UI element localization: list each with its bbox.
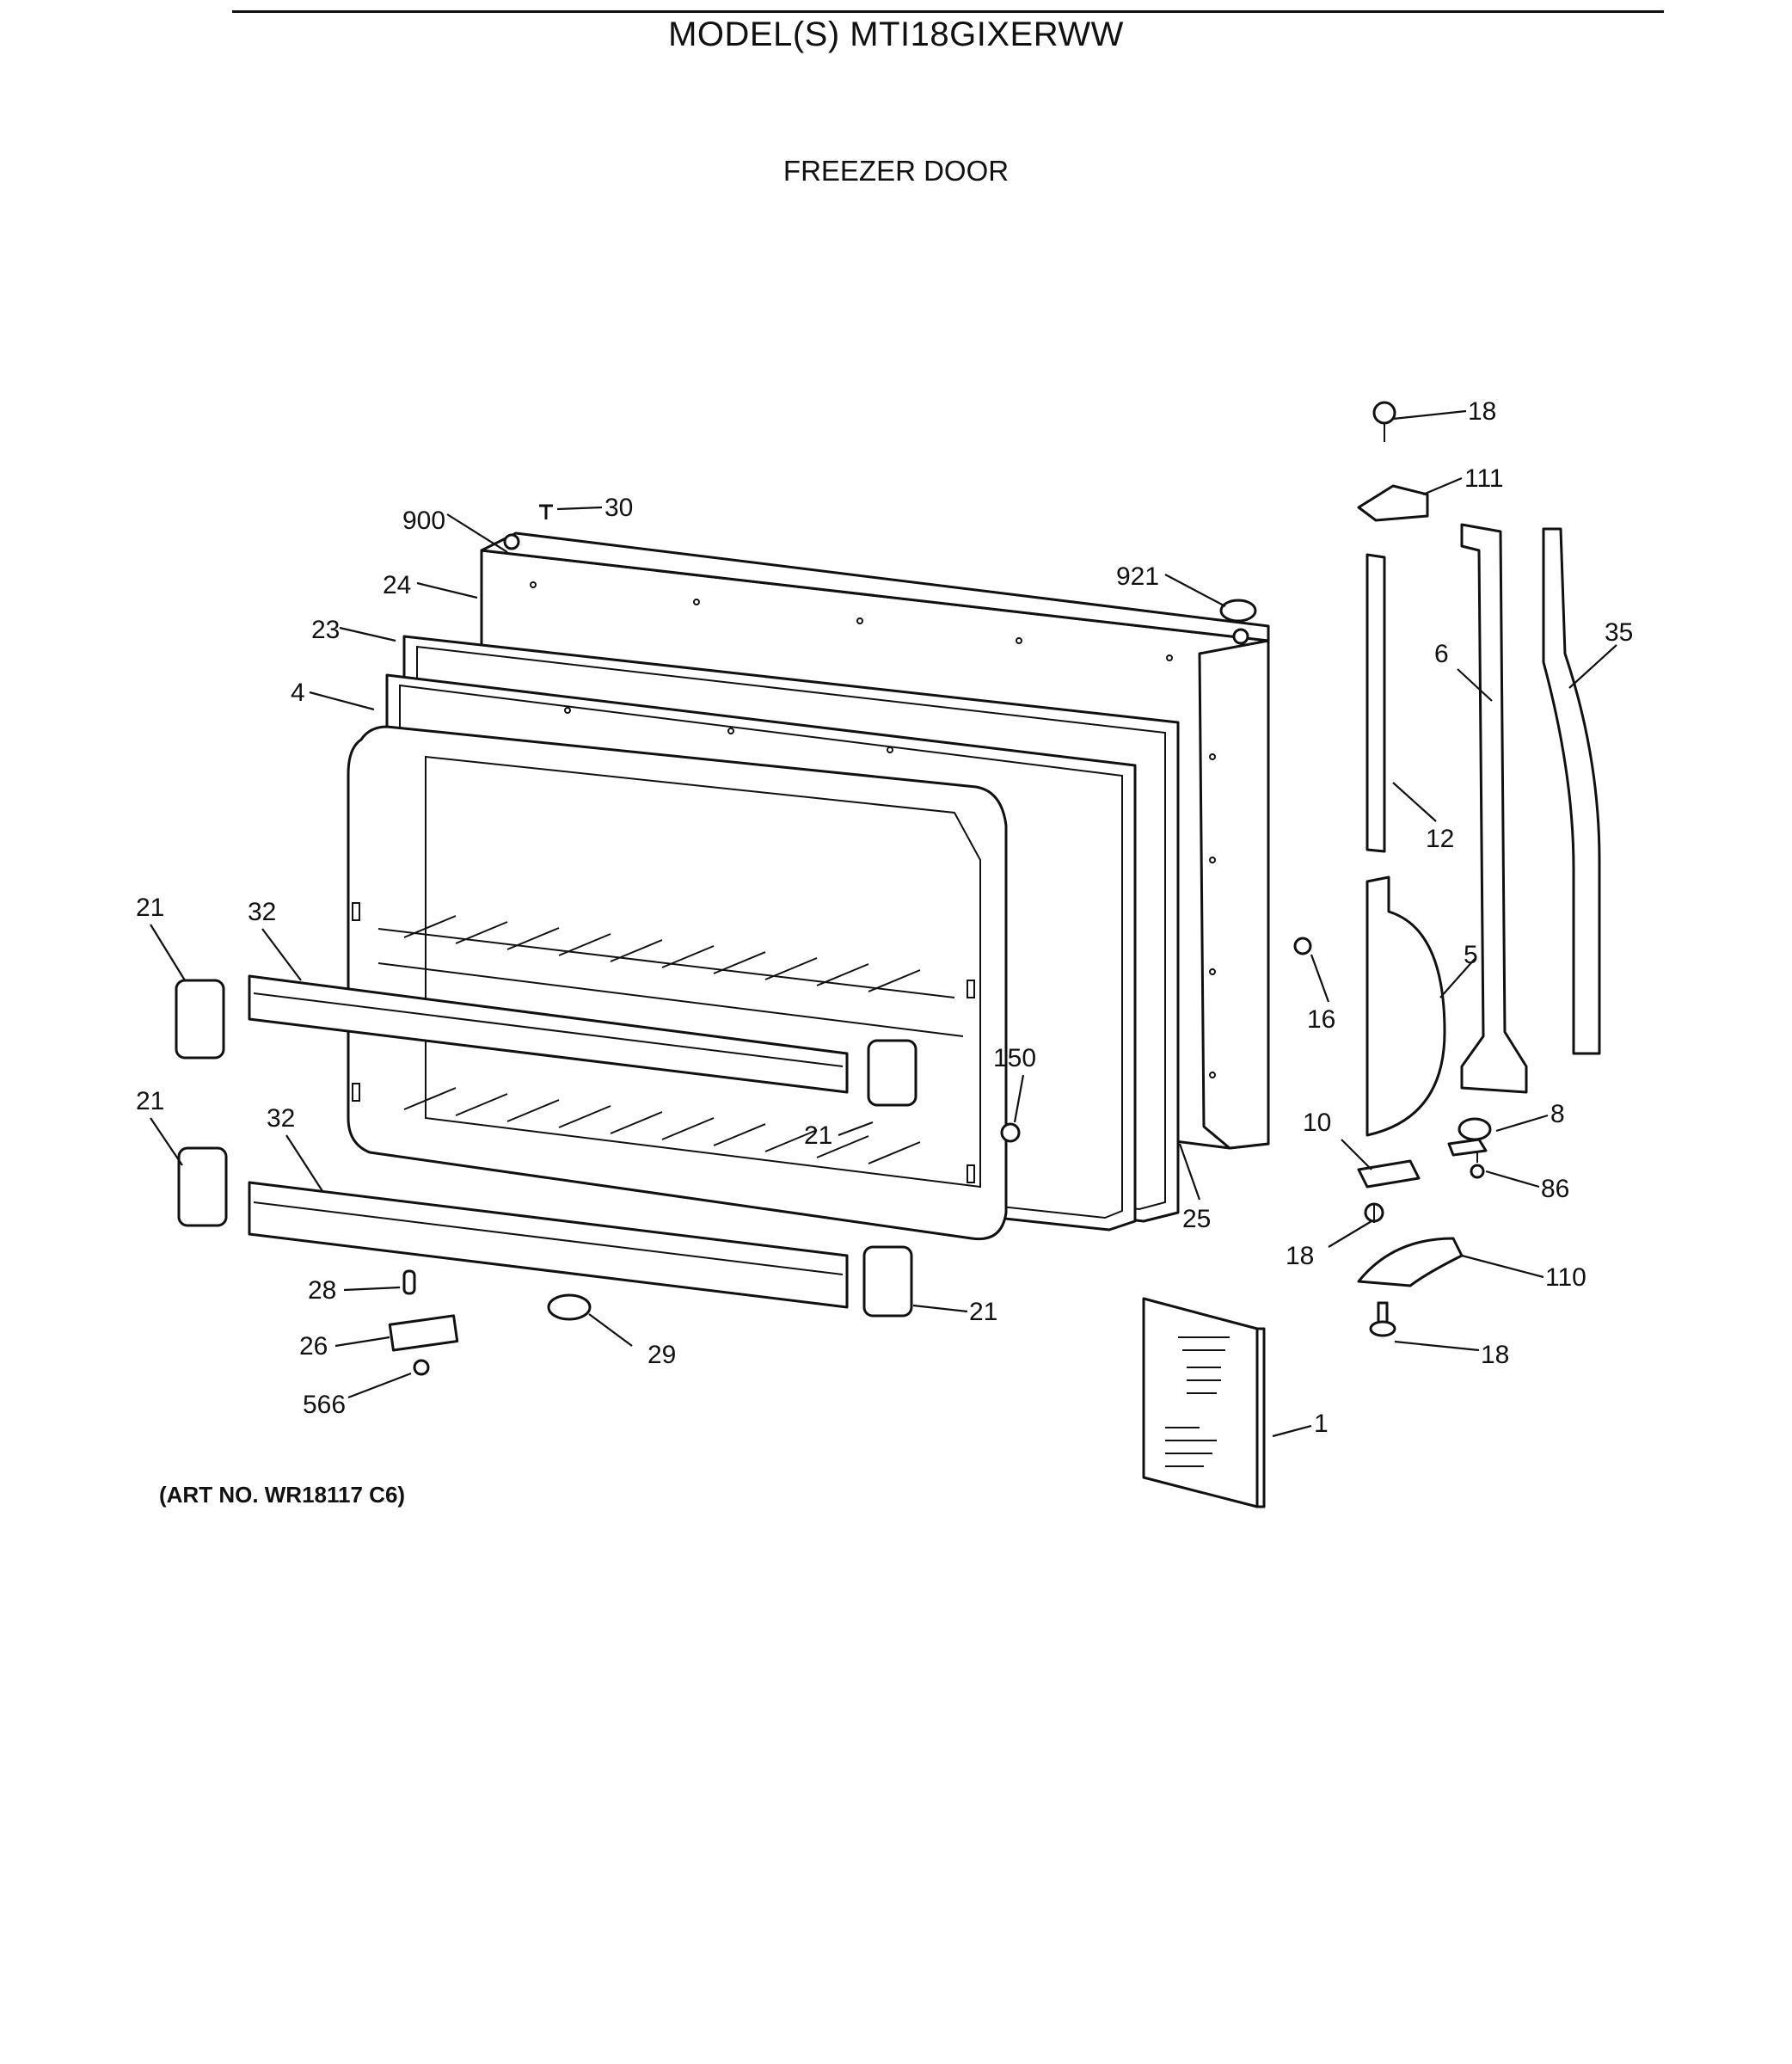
hinge-plate-26 (388, 1314, 459, 1352)
callout-18: 18 (1468, 397, 1496, 426)
shelf-end-cap-lower-right (862, 1245, 913, 1318)
callout-18: 18 (1286, 1242, 1314, 1270)
trim-strip-35 (1542, 527, 1601, 1055)
washer-8 (1447, 1117, 1492, 1157)
callout-26: 26 (299, 1332, 328, 1361)
callout-4: 4 (291, 679, 305, 707)
screw-16 (1293, 937, 1312, 955)
stop-screw-28 (402, 1269, 416, 1295)
screw-150 (1000, 1122, 1021, 1143)
callout-29: 29 (647, 1341, 676, 1369)
screw-18-bottom (1369, 1301, 1396, 1337)
callout-21: 21 (136, 1087, 164, 1115)
callout-21: 21 (136, 894, 164, 922)
screw-86 (1470, 1151, 1485, 1179)
art-number: (ART NO. WR18117 C6) (159, 1482, 406, 1508)
instruction-booklet (1142, 1297, 1266, 1508)
callout-921: 921 (1116, 562, 1159, 591)
callout-25: 25 (1182, 1205, 1211, 1233)
header-rule (232, 10, 1664, 13)
callout-21: 21 (969, 1298, 997, 1326)
callout-30: 30 (604, 494, 633, 522)
callout-16: 16 (1307, 1005, 1335, 1034)
callout-111: 111 (1464, 464, 1504, 493)
callout-32: 32 (248, 898, 276, 926)
bottom-hinge-110 (1357, 1237, 1464, 1287)
model-title: MODEL(S) MTI18GIXERWW (668, 15, 1124, 53)
callout-5: 5 (1464, 941, 1478, 969)
hinge-pin-bracket-6 (1460, 523, 1528, 1094)
callout-566: 566 (303, 1391, 346, 1419)
door-shelf-lower (248, 1181, 849, 1309)
screw-18-top (1372, 401, 1396, 442)
callout-labels: 18 111 30 900 921 24 23 6 35 4 12 21 32 … (136, 397, 1633, 1438)
callout-18: 18 (1481, 1341, 1509, 1369)
door-closer-5 (1365, 875, 1446, 1137)
callout-86: 86 (1541, 1175, 1569, 1203)
callout-8: 8 (1550, 1100, 1565, 1128)
leader-lines (150, 409, 1617, 1438)
cap-plug (1219, 599, 1257, 623)
callout-150: 150 (993, 1044, 1036, 1072)
door-shelf-upper (248, 974, 849, 1094)
screw-18-mid (1364, 1202, 1384, 1223)
callout-24: 24 (383, 571, 411, 599)
plug-29 (547, 1293, 592, 1321)
callout-1: 1 (1314, 1410, 1329, 1438)
callout-10: 10 (1303, 1109, 1331, 1137)
door-stop-strip-12 (1365, 553, 1386, 853)
callout-900: 900 (402, 507, 445, 535)
shelf-end-cap-upper-right (867, 1039, 917, 1107)
callout-23: 23 (311, 616, 340, 644)
door-liner (347, 725, 1008, 1241)
hinge-cover-111 (1357, 484, 1429, 522)
callout-32: 32 (267, 1104, 295, 1133)
callout-6: 6 (1434, 640, 1449, 668)
callout-12: 12 (1426, 825, 1454, 853)
callout-35: 35 (1605, 618, 1633, 647)
screw-566 (413, 1359, 430, 1376)
shelf-end-cap-upper-left (175, 979, 225, 1060)
section-title: FREEZER DOOR (782, 155, 1010, 187)
door-screw-30 (539, 504, 553, 519)
callout-110: 110 (1545, 1263, 1586, 1292)
callout-21: 21 (804, 1121, 832, 1150)
hinge-bracket-10 (1357, 1159, 1421, 1189)
shelf-end-cap-lower-left (177, 1146, 228, 1227)
callout-28: 28 (308, 1276, 336, 1305)
